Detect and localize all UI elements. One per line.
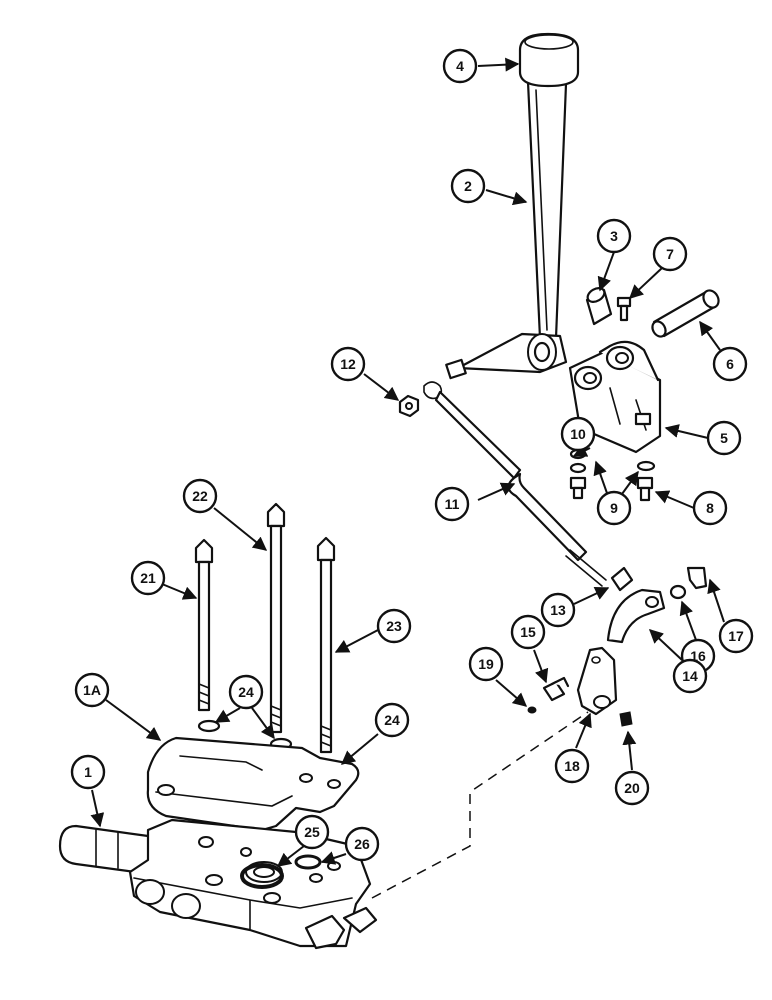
bolt-part <box>636 476 654 502</box>
svg-text:24: 24 <box>238 684 254 700</box>
callout-5: 5 <box>706 420 742 456</box>
bush-part <box>585 287 613 326</box>
svg-text:19: 19 <box>478 656 494 672</box>
control-rod-part <box>423 381 607 587</box>
nut-part <box>398 394 420 418</box>
callout-24b: 24 <box>374 702 410 738</box>
svg-text:22: 22 <box>192 488 208 504</box>
callout-8: 8 <box>692 490 728 526</box>
lever-knob-part <box>518 32 580 88</box>
callout-17: 17 <box>718 618 754 654</box>
callout-2: 2 <box>450 168 486 204</box>
cover-plate-part <box>146 736 360 832</box>
bolt-part <box>569 448 587 500</box>
svg-text:6: 6 <box>726 356 734 372</box>
clip-part <box>686 566 708 590</box>
svg-text:17: 17 <box>728 628 744 644</box>
pivot-pin-part <box>651 289 720 338</box>
callout-13: 13 <box>540 592 576 628</box>
callout-21: 21 <box>130 560 166 596</box>
svg-text:11: 11 <box>445 496 460 512</box>
callout-24a: 24 <box>228 674 264 710</box>
pivot-pin-small-part <box>542 676 570 702</box>
svg-text:1: 1 <box>84 764 92 780</box>
callout-22: 22 <box>182 478 218 514</box>
sleeve-nut-part <box>610 566 634 592</box>
svg-text:7: 7 <box>666 246 674 262</box>
ball-part <box>527 706 537 714</box>
callout-26: 26 <box>344 826 380 862</box>
callout-25: 25 <box>294 814 330 850</box>
svg-text:24: 24 <box>384 712 400 728</box>
callout-6: 6 <box>712 346 748 382</box>
washer-part <box>669 584 687 600</box>
o-ring-part <box>240 863 284 889</box>
callout-3: 3 <box>596 218 632 254</box>
svg-text:18: 18 <box>564 758 580 774</box>
svg-text:21: 21 <box>140 570 156 586</box>
callout-10: 10 <box>560 416 596 452</box>
callout-15: 15 <box>510 614 546 650</box>
svg-text:23: 23 <box>386 618 402 634</box>
screw-part <box>616 296 632 322</box>
washer-part <box>636 460 656 472</box>
link-arm-part <box>606 588 666 644</box>
svg-text:1A: 1A <box>83 682 101 698</box>
callout-1a: 1A <box>74 672 110 708</box>
svg-text:14: 14 <box>682 668 698 684</box>
set-screw-part <box>619 711 633 727</box>
washer-part <box>197 719 221 733</box>
callout-23: 23 <box>376 608 412 644</box>
svg-text:12: 12 <box>340 356 356 372</box>
svg-text:5: 5 <box>720 430 728 446</box>
callout-1: 1 <box>70 754 106 790</box>
svg-text:2: 2 <box>464 178 472 194</box>
svg-text:25: 25 <box>304 824 320 840</box>
callout-14: 14 <box>672 658 708 694</box>
svg-text:9: 9 <box>610 500 618 516</box>
svg-text:13: 13 <box>550 602 566 618</box>
callout-7: 7 <box>652 236 688 272</box>
long-bolt-part <box>194 538 214 712</box>
svg-text:3: 3 <box>610 228 618 244</box>
callout-19: 19 <box>468 646 504 682</box>
svg-text:4: 4 <box>456 58 464 74</box>
control-lever-part <box>445 80 568 380</box>
seal-ring-part <box>294 854 322 870</box>
svg-text:20: 20 <box>624 780 640 796</box>
svg-text:26: 26 <box>354 836 370 852</box>
callout-9: 9 <box>596 490 632 526</box>
leader-lines <box>90 57 725 867</box>
valve-body-part <box>58 818 378 950</box>
assembly-dashed-line <box>371 711 589 899</box>
svg-text:10: 10 <box>570 426 586 442</box>
callout-11: 11 <box>434 486 470 522</box>
callout-18: 18 <box>554 748 590 784</box>
svg-text:8: 8 <box>706 500 714 516</box>
long-bolt-part <box>316 536 336 754</box>
svg-text:15: 15 <box>520 624 536 640</box>
callout-12: 12 <box>330 346 366 382</box>
callout-4: 4 <box>442 48 478 84</box>
long-bolt-part <box>266 502 286 734</box>
lever-block-part <box>576 646 618 716</box>
callout-20: 20 <box>614 770 650 806</box>
